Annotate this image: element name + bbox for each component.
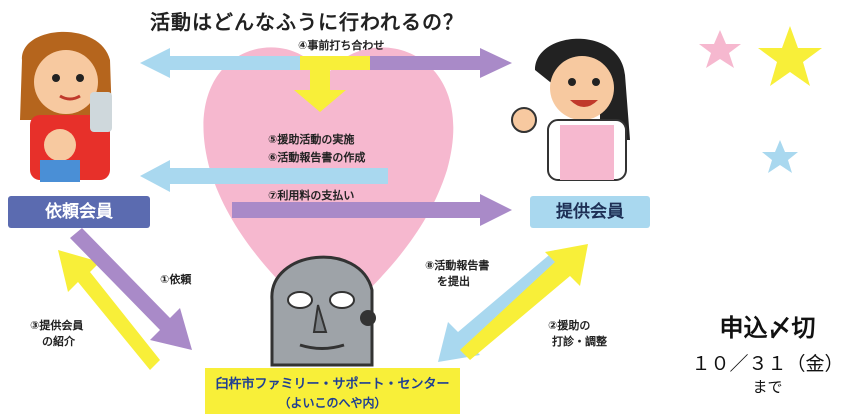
label-step8-line2: を提出: [437, 275, 470, 288]
star-pink-decoration: [699, 30, 741, 68]
mascot-illustration: [270, 255, 376, 367]
support-center-box: 臼杵市ファミリー・サポート・センター （よいこのへや内）: [205, 368, 460, 414]
heart-shape: [203, 47, 454, 330]
deadline-block: 申込〆切 １０／３１（金） まで: [690, 308, 845, 397]
label-step2-line1: ②援助の: [548, 319, 591, 332]
label-step6: ⑥活動報告書の作成: [268, 151, 366, 164]
arrow-step7-right: [232, 194, 512, 226]
deadline-date: １０／３１（金）: [691, 353, 844, 375]
arrow-step6-left: [140, 160, 388, 192]
label-step2-line2: 打診・調整: [552, 335, 607, 348]
arrow-step4-left: [140, 48, 300, 78]
label-step5: ⑤援助活動の実施: [268, 133, 355, 146]
label-step4: ④事前打ち合わせ: [298, 39, 385, 52]
arrow-step4-mid: [300, 56, 370, 70]
arrow-step3-up: [58, 250, 160, 370]
star-blue-decoration: [762, 140, 798, 173]
diagram-title: 活動はどんなふうに行われるの？: [150, 10, 464, 34]
requester-box: 依頼会員: [8, 196, 150, 228]
arrow-step4-down: [294, 70, 346, 112]
provider-illustration: [511, 38, 630, 181]
deadline-suffix: まで: [752, 378, 783, 396]
provider-box: 提供会員: [530, 196, 650, 228]
center-name: 臼杵市ファミリー・サポート・センター: [215, 377, 450, 392]
label-step3-line2: の紹介: [42, 335, 75, 348]
label-step7: ⑦利用料の支払い: [268, 189, 355, 202]
arrow-step1-down: [70, 228, 192, 350]
deadline-title: 申込〆切: [719, 313, 816, 342]
label-step8-line1: ⑧活動報告書: [425, 259, 490, 272]
center-location: （よいこのへや内）: [278, 396, 387, 410]
requester-illustration: [20, 31, 112, 182]
star-yellow-decoration: [758, 26, 822, 86]
label-step1: ①依頼: [160, 273, 192, 286]
arrow-step4-right: [370, 48, 512, 78]
arrow-step8-down: [438, 250, 565, 362]
label-step3-line1: ③提供会員: [30, 319, 84, 332]
arrow-step2-up: [460, 244, 588, 360]
